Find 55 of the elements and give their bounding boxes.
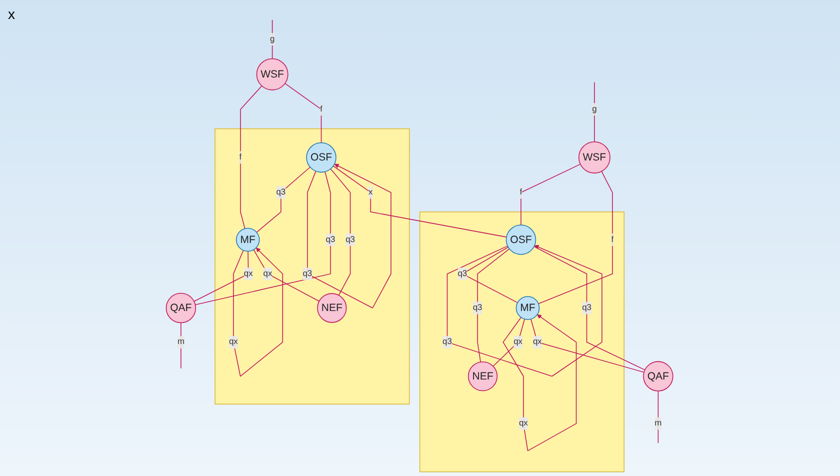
connector	[333, 166, 508, 238]
edge-label: f	[612, 235, 614, 244]
node-circle: QAF	[166, 292, 196, 324]
edge-label: q3	[442, 337, 452, 346]
cluster	[215, 128, 410, 405]
edge-label: qx	[533, 337, 542, 346]
edge-label: f	[320, 104, 323, 114]
connector	[256, 166, 311, 233]
edge-label: qx	[244, 269, 254, 278]
edge-label: qx	[229, 337, 238, 346]
edge-label: m	[655, 418, 662, 428]
arrow	[503, 314, 578, 452]
node-circle: OSF	[506, 224, 537, 255]
connector	[658, 390, 659, 444]
node-circle: WSF	[256, 58, 289, 90]
edge-label: f	[240, 152, 242, 162]
node-circle: WSF	[578, 142, 611, 174]
edge-label: g	[270, 34, 276, 44]
edge-label: f	[520, 188, 523, 197]
edge-label: qx	[514, 337, 523, 346]
connector	[530, 318, 645, 373]
connector	[330, 168, 352, 296]
connector	[285, 83, 322, 144]
edge-label: q3	[326, 235, 336, 244]
node-circle: QAF	[644, 361, 674, 392]
connector	[538, 170, 614, 304]
arrow	[233, 248, 284, 377]
node-circle: OSF	[306, 142, 337, 173]
connector	[254, 249, 320, 302]
edge-label: qx	[264, 269, 273, 278]
connector	[521, 164, 582, 226]
node-circle: NEF	[468, 361, 498, 392]
arrow	[447, 244, 603, 377]
node-circle: NEF	[318, 293, 348, 323]
connector	[240, 86, 263, 229]
connector	[195, 171, 332, 306]
connector	[534, 246, 646, 370]
edge-label: q3	[303, 269, 312, 278]
edge-label: q3	[346, 235, 356, 244]
node-circle: MF	[236, 228, 260, 252]
cluster	[420, 212, 625, 472]
edge-label: m	[178, 337, 185, 346]
reference-point-label: x	[8, 6, 15, 22]
edge-label: q3	[276, 188, 286, 197]
edge-label: x	[368, 188, 374, 197]
arrow	[307, 164, 392, 308]
connector	[180, 322, 182, 369]
edge-label: g	[592, 104, 598, 114]
connector	[478, 248, 510, 362]
edge-label: qx	[519, 418, 528, 428]
connector	[594, 82, 596, 142]
node-circle: MF	[516, 296, 540, 320]
edge-label: q3	[473, 303, 483, 312]
edge-label: q3	[582, 303, 592, 312]
edge-label: q3	[458, 269, 468, 278]
